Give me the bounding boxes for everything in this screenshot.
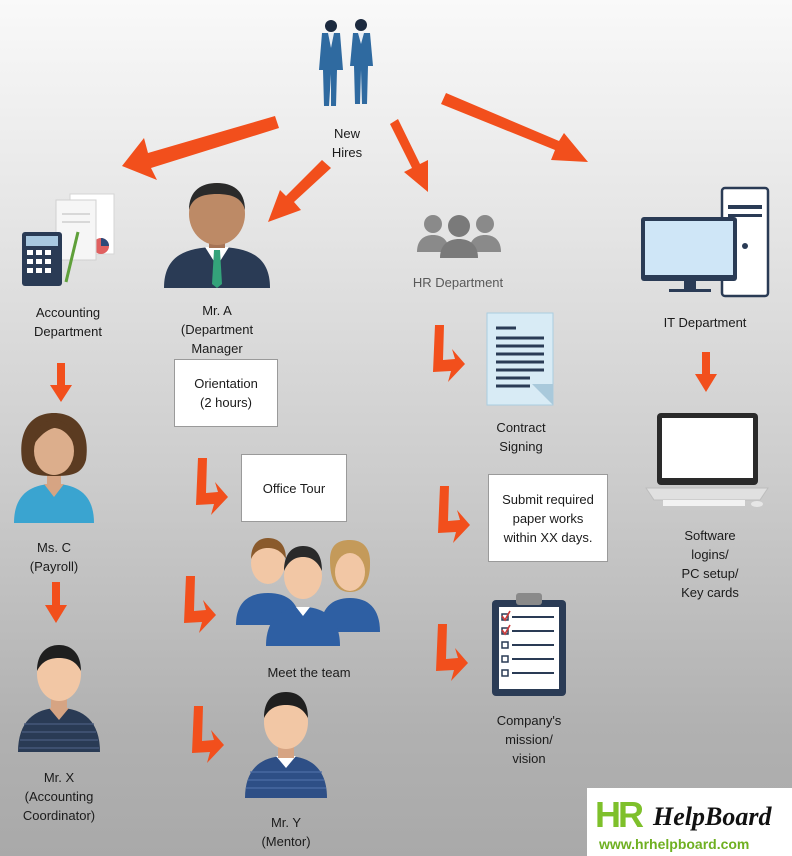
label-meet-team: Meet the team bbox=[267, 665, 351, 680]
arrow-accounting-to-c bbox=[50, 363, 72, 402]
orientation-box: Orientation (2 hours) bbox=[174, 359, 278, 427]
woman-icon bbox=[14, 413, 94, 523]
logo-name: HelpBoard bbox=[653, 802, 772, 831]
logo-hr-mark: HR bbox=[595, 794, 644, 835]
arrow-to-contract bbox=[433, 325, 465, 382]
label-mr-x: Mr. X (Accounting Coordinator) bbox=[22, 770, 96, 823]
coordinator-icon bbox=[18, 645, 100, 752]
arrow-to-manager bbox=[268, 160, 331, 222]
hrhelpboard-logo: HR HelpBoard www.hrhelpboard.com bbox=[587, 788, 792, 856]
mentor-icon bbox=[245, 692, 327, 798]
arrow-to-mission bbox=[436, 624, 468, 681]
manager-icon bbox=[164, 183, 270, 288]
label-mission: Company's mission/ vision bbox=[496, 713, 562, 766]
arrow-to-team bbox=[184, 576, 216, 633]
contract-icon bbox=[486, 312, 554, 406]
laptop-icon bbox=[645, 413, 769, 507]
arrow-it-to-software bbox=[695, 352, 717, 392]
label-mr-y: Mr. Y (Mentor) bbox=[261, 815, 311, 849]
label-accounting: Accounting Department bbox=[34, 305, 102, 339]
paperwork-box: Submit required paper works within XX da… bbox=[488, 474, 608, 562]
logo-url: www.hrhelpboard.com bbox=[599, 836, 750, 852]
office-tour-box: Office Tour bbox=[241, 454, 347, 522]
label-mr-a: Mr. A (Department Manager bbox=[180, 303, 254, 356]
label-software: Software logins/ PC setup/ Key cards bbox=[681, 528, 739, 600]
arrow-to-it bbox=[441, 93, 588, 162]
label-new-hires: New Hires bbox=[331, 126, 363, 160]
team-icon bbox=[236, 538, 380, 646]
arrow-to-paperwork bbox=[438, 486, 470, 543]
label-hr: HR Department bbox=[412, 275, 504, 290]
arrow-to-hr bbox=[390, 119, 428, 192]
clipboard-icon bbox=[492, 593, 566, 696]
label-contract: Contract Signing bbox=[496, 420, 546, 454]
computer-icon bbox=[641, 186, 770, 298]
label-it: IT Department bbox=[663, 315, 747, 330]
accounting-icon bbox=[22, 193, 115, 286]
label-ms-c: Ms. C (Payroll) bbox=[29, 540, 79, 574]
new-hires-icon bbox=[319, 19, 373, 106]
arrow-to-mentor bbox=[192, 706, 224, 763]
arrow-to-office-tour bbox=[196, 458, 228, 515]
hr-group-icon bbox=[417, 215, 501, 258]
arrow-c-to-x bbox=[45, 582, 67, 623]
arrow-to-accounting bbox=[122, 116, 279, 180]
